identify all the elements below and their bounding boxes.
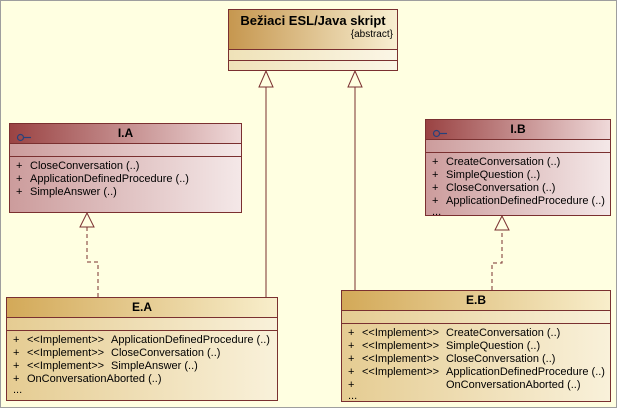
method-name: SimpleQuestion (..)	[446, 169, 541, 181]
method-name: OnConversationAborted (..)	[27, 373, 162, 385]
class-header: Bežiaci ESL/Java skript {abstract}	[229, 10, 397, 49]
method-row: + CloseConversation (..)	[16, 160, 239, 173]
class-box-abstract[interactable]: Bežiaci ESL/Java skript {abstract}	[228, 9, 398, 71]
interface-name: I.A	[117, 126, 134, 140]
method-row: + <<Implement>> ApplicationDefinedProcedur…	[13, 334, 275, 347]
visibility: +	[348, 340, 355, 352]
method-row: + OnConversationAborted (..)	[348, 379, 608, 392]
interface-icon	[16, 129, 32, 147]
method-name: CloseConversation (..)	[111, 347, 221, 359]
method-row: + CloseConversation (..)	[432, 182, 608, 195]
method-name: CloseConversation (..)	[30, 160, 140, 172]
method-row: + ApplicationDefinedProcedure (..)	[16, 173, 239, 186]
method-row: + <<Implement>> CloseConversation (..)	[13, 347, 275, 360]
interface-icon	[432, 125, 448, 143]
attributes-compartment	[10, 143, 241, 156]
more-methods-ellipsis: ...	[13, 384, 23, 396]
interface-name: I.B	[510, 122, 526, 136]
method-row: + <<Implement>> CloseConversation (..)	[348, 353, 608, 366]
more-methods-ellipsis: ...	[432, 206, 442, 216]
method-name: ApplicationDefinedProcedure (..)	[446, 366, 605, 378]
visibility: +	[13, 373, 20, 385]
visibility: +	[16, 160, 23, 172]
visibility: +	[432, 195, 439, 207]
visibility: +	[432, 156, 439, 168]
method-stereotype: <<Implement>>	[27, 334, 105, 346]
visibility: +	[348, 366, 355, 378]
class-box-eb[interactable]: E.B + <<Implement>> CreateConversation (..…	[341, 290, 611, 402]
method-stereotype: <<Implement>>	[27, 360, 105, 372]
visibility: +	[348, 379, 355, 391]
attributes-compartment	[229, 49, 397, 60]
attributes-compartment	[426, 139, 610, 152]
generalization-eb-to-abstract[interactable]	[347, 69, 363, 290]
class-name: E.A	[131, 300, 152, 314]
attributes-compartment	[7, 317, 277, 330]
operations-compartment: + <<Implement>> ApplicationDefinedProcedur…	[7, 330, 277, 400]
visibility: +	[348, 327, 355, 339]
method-name: CreateConversation (..)	[446, 327, 561, 339]
method-stereotype: <<Implement>>	[362, 366, 440, 378]
method-stereotype: <<Implement>>	[362, 327, 440, 339]
method-row: + <<Implement>> SimpleQuestion (..)	[348, 340, 608, 353]
method-name: ApplicationDefinedProcedure (..)	[30, 173, 189, 185]
method-name: ApplicationDefinedProcedure (..)	[111, 334, 270, 346]
interface-box-ib[interactable]: I.B + CreateConversation (..) + SimpleQues…	[425, 119, 611, 216]
interface-header: I.A	[10, 124, 241, 143]
method-name: CloseConversation (..)	[446, 353, 556, 365]
class-title: Bežiaci ESL/Java skript	[240, 13, 386, 28]
visibility: +	[432, 182, 439, 194]
visibility: +	[16, 186, 23, 198]
interface-box-ia[interactable]: I.A + CloseConversation (..) + Application…	[9, 123, 242, 213]
visibility: +	[13, 347, 20, 359]
more-methods-ellipsis: ...	[348, 390, 358, 402]
method-row: + SimpleAnswer (..)	[16, 186, 239, 199]
interface-header: I.B	[426, 120, 610, 139]
method-name: CreateConversation (..)	[446, 156, 561, 168]
method-stereotype: <<Implement>>	[362, 340, 440, 352]
visibility: +	[13, 334, 20, 346]
operations-compartment: + CreateConversation (..) + SimpleQuestion…	[426, 152, 610, 215]
visibility: +	[348, 353, 355, 365]
method-row: + <<Implement>> SimpleAnswer (..)	[13, 360, 275, 373]
method-stereotype: <<Implement>>	[362, 353, 440, 365]
class-box-ea[interactable]: E.A + <<Implement>> ApplicationDefinedProc…	[6, 297, 278, 401]
visibility: +	[16, 173, 23, 185]
method-row: + ApplicationDefinedProcedure (..)	[432, 195, 608, 208]
method-row: + <<Implement>> CreateConversation (..)	[348, 327, 608, 340]
realization-eb-to-ib[interactable]	[491, 214, 510, 290]
visibility: +	[432, 169, 439, 181]
method-name: SimpleQuestion (..)	[446, 340, 541, 352]
method-row: + SimpleQuestion (..)	[432, 169, 608, 182]
method-name: OnConversationAborted (..)	[446, 379, 581, 391]
class-header: E.B	[342, 291, 610, 310]
class-header: E.A	[7, 298, 277, 317]
operations-compartment: + <<Implement>> CreateConversation (..) + <…	[342, 323, 610, 401]
method-row: + <<Implement>> ApplicationDefinedProcedur…	[348, 366, 608, 379]
method-row: + CreateConversation (..)	[432, 156, 608, 169]
attributes-compartment	[342, 310, 610, 323]
method-name: SimpleAnswer (..)	[30, 186, 117, 198]
stereotype-spacer	[362, 379, 446, 392]
generalization-ea-to-abstract[interactable]	[258, 69, 274, 297]
method-row: + OnConversationAborted (..)	[13, 373, 275, 386]
abstract-stereotype: {abstract}	[350, 29, 393, 40]
method-name: SimpleAnswer (..)	[111, 360, 198, 372]
method-name: CloseConversation (..)	[446, 182, 556, 194]
operations-compartment: + CloseConversation (..) + ApplicationDefi…	[10, 156, 241, 212]
realization-ea-to-ia[interactable]	[79, 211, 99, 297]
visibility: +	[13, 360, 20, 372]
operations-compartment	[229, 59, 397, 70]
method-name: ApplicationDefinedProcedure (..)	[446, 195, 605, 207]
class-name: E.B	[465, 293, 486, 307]
method-stereotype: <<Implement>>	[27, 347, 105, 359]
